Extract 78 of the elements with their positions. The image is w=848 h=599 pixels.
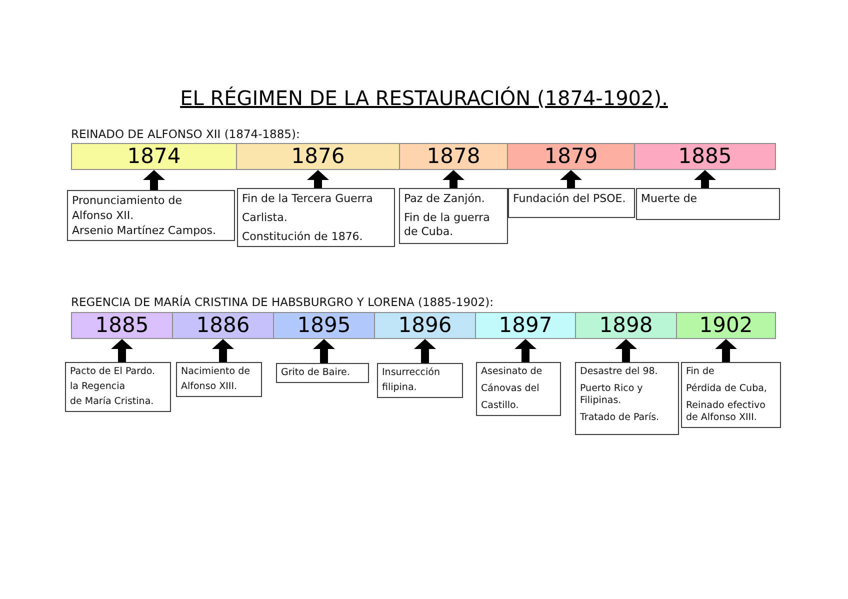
arrow [442, 170, 464, 188]
timeline-segment [71, 312, 173, 339]
event-text: filipina. [382, 382, 417, 394]
timeline-segment [71, 143, 237, 170]
title: EL RÉGIMEN DE LA RESTAURACIÓN (1874-1902). [180, 86, 668, 110]
event-text: de María Cristina. [70, 396, 154, 408]
event-text: Cánovas del [481, 382, 540, 395]
event-box [681, 362, 781, 428]
event-box [377, 363, 463, 398]
event-text: Carlista. [242, 210, 288, 224]
event-box [476, 362, 561, 416]
timeline-segment [236, 143, 400, 170]
event-box [276, 363, 369, 383]
event-text: Constitución de 1876. [242, 230, 363, 244]
timeline-segment [676, 312, 776, 339]
event-box [636, 188, 780, 220]
arrow [694, 170, 716, 188]
event-box [176, 362, 262, 397]
year-label: 1902 [699, 315, 753, 336]
year-label: 1878 [426, 146, 480, 167]
event-box [237, 188, 395, 248]
timeline-segment [273, 312, 375, 339]
year-label: 1876 [291, 146, 345, 167]
arrow [313, 339, 335, 363]
timeline-segment [475, 312, 576, 339]
timeline-segment [507, 143, 635, 170]
year-label: 1897 [498, 315, 552, 336]
year-label: 1874 [127, 146, 181, 167]
year-label: 1886 [196, 315, 250, 336]
event-text: Tratado de París. [580, 412, 660, 424]
section-heading: REINADO DE ALFONSO XII (1874-1885): [71, 128, 300, 142]
year-label: 1895 [297, 315, 351, 336]
timeline-segment [399, 143, 508, 170]
arrow [514, 339, 536, 362]
event-text: Desastre del 98. [580, 366, 658, 378]
event-box [67, 190, 235, 242]
timeline-segment [374, 312, 476, 339]
event-text: Fin de [686, 366, 714, 378]
event-text: Castillo. [481, 400, 519, 412]
event-text: Muerte de [641, 192, 698, 206]
event-box [399, 188, 508, 244]
year-label: 1885 [95, 315, 149, 336]
event-box [575, 362, 679, 435]
event-text: Grito de Baire. [281, 367, 350, 379]
arrow [414, 339, 436, 363]
event-text: Pacto de El Pardo. [70, 366, 156, 378]
arrow [212, 339, 234, 362]
year-label: 1879 [544, 146, 598, 167]
arrow [143, 170, 165, 190]
event-box [508, 188, 635, 218]
event-text: Alfonso XIII. [181, 380, 238, 393]
arrow [560, 170, 582, 188]
year-label: 1896 [398, 315, 452, 336]
event-text: la Regencia [70, 380, 126, 393]
year-label: 1885 [678, 146, 732, 167]
year-label: 1898 [599, 315, 653, 336]
event-text: Pérdida de Cuba, [686, 382, 767, 395]
event-text: Fundación del PSOE. [513, 192, 626, 206]
event-text: Fin de la guerra de Cuba. [404, 210, 491, 238]
event-text: Insurrección [382, 367, 440, 379]
arrow [111, 339, 133, 362]
section-heading: REGENCIA DE MARÍA CRISTINA DE HABSBURGRO Y LORENA (1885-1902): [71, 296, 494, 310]
event-text: Puerto Rico y Filipinas. [580, 382, 644, 407]
event-text: Reinado efectivo de Alfonso XIII. [686, 400, 766, 424]
event-text: Nacimiento de [181, 366, 250, 378]
arrow [715, 339, 737, 362]
timeline-segment [575, 312, 677, 339]
event-text: Asesinato de [481, 366, 542, 378]
arrow [615, 339, 637, 362]
arrow [307, 170, 329, 188]
event-text: Paz de Zanjón. [404, 192, 485, 206]
event-text: Pronunciamiento de [72, 194, 182, 208]
timeline-segment [172, 312, 274, 339]
event-text: Fin de la Tercera Guerra [242, 192, 373, 206]
event-box [65, 362, 171, 412]
event-text: Alfonso XII. [72, 208, 134, 222]
event-text: Arsenio Martínez Campos. [72, 224, 216, 238]
timeline-segment [634, 143, 776, 170]
